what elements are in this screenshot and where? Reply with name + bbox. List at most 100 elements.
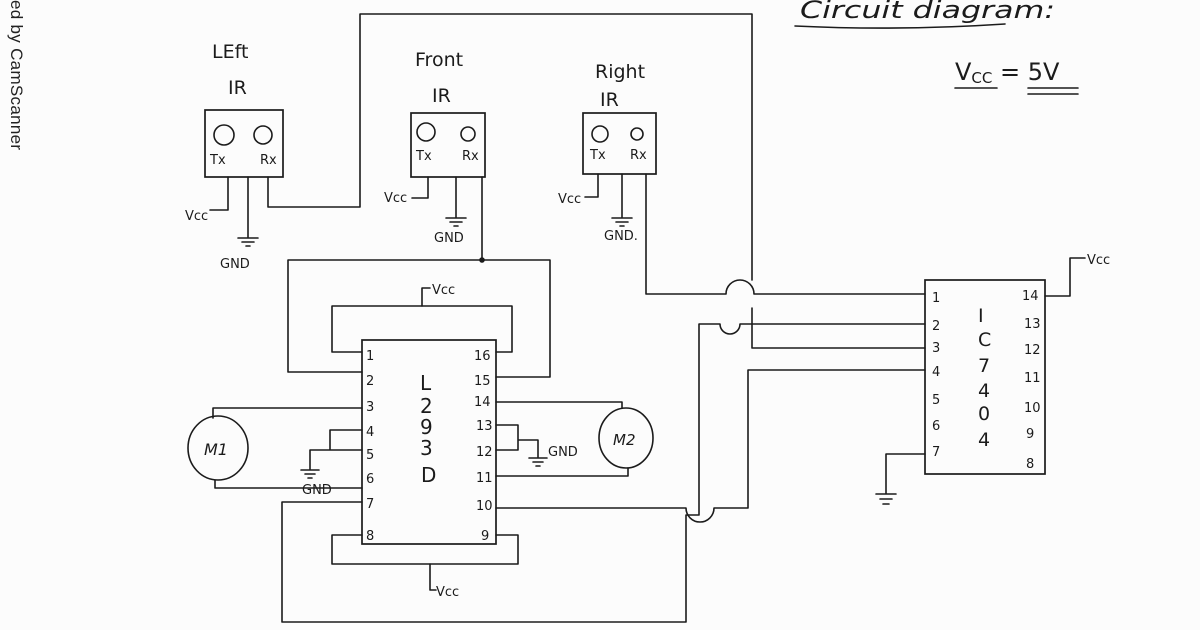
pin10-to-ic-pin4-wire [495,369,926,523]
ic7404-pin-13: 13 [1024,317,1041,332]
ic7404-vcc-label: Vcc [1087,253,1110,268]
l293d-pin-5: 5 [366,448,374,463]
motor-m1-lead-bottom [214,479,363,489]
motor-m2-label: M2 [613,431,636,449]
ic7404-pin-10: 10 [1024,401,1041,416]
left-ir-name: LEft [212,41,248,63]
front-ir-body [410,112,486,178]
left-ir-to-ic-pin3-wire [751,307,926,349]
left-ir-body [204,109,284,178]
right-ir-name: Right [595,61,645,83]
supply-label-sub: CC [971,69,992,87]
supply-label-value: = 5V [992,58,1060,86]
l293d-left-gnd-label: GND [302,483,332,498]
left-ir-rx-label: Rx [260,153,277,168]
l293d-pin-13: 13 [476,419,493,434]
front-ir-rx-led [460,126,476,142]
motor-m2-body [598,407,654,469]
l293d-vcc-top-lead [421,287,431,307]
ic7404-char-2: C [978,329,991,351]
left-ir-tx-label: Tx [209,153,226,168]
supply-label: VCC = 5V [955,58,1060,87]
l293d-vs-loop [331,534,519,565]
motor-m2: M2 [495,401,654,477]
ic7404-pin-8: 8 [1026,457,1034,472]
left-ir-tx-led [213,124,235,146]
ic7404-pin-9: 9 [1026,427,1034,442]
motor-m1-label: M1 [204,440,228,459]
ic7404-pin-7: 7 [932,445,940,460]
l293d-pin-16: 16 [474,349,491,364]
right-ir-gnd-symbol [611,173,633,227]
l293d-pin-8: 8 [366,529,374,544]
l293d-body [361,339,497,545]
ic7404-body [924,279,1046,475]
left-ir-vcc-lead [209,176,229,211]
ic7404-char-1: I [978,305,984,327]
l293d-vcc-top-label: Vcc [432,283,455,298]
motor-m1-lead-top [212,407,363,419]
ic7404-char-6: 4 [978,429,990,451]
front-ir-vcc-lead [411,176,429,199]
scanner-watermark: ed by CamScanner [7,0,26,151]
right-ir-vcc-label: Vcc [558,192,581,207]
ic7404-pin-4: 4 [932,365,940,380]
right-ir-rx-label: Rx [630,148,647,163]
l293d-char-3: 9 [420,415,433,439]
right-ir-body [582,112,657,175]
front-to-pin2-wire [287,259,483,373]
l293d-pin-1: 1 [366,349,374,364]
l293d-left-gnd-bridge [300,429,363,479]
right-ir-tx-label: Tx [589,148,606,163]
ic7404-inverter: I C 7 4 0 4 1 2 3 4 5 6 7 14 13 12 11 10… [875,253,1110,505]
right-ir-vcc-lead [584,173,599,198]
right-ir-tx-led [591,125,609,143]
l293d-char-2: 2 [420,394,433,418]
supply-label-v: V [955,58,972,86]
ic7404-char-4: 4 [978,380,990,402]
motor-m1-body [187,415,249,481]
l293d-pin-4: 4 [366,425,374,440]
ic7404-pin-5: 5 [932,393,940,408]
l293d-vcc-bottom-label: Vcc [436,585,459,600]
front-ir-tx-led [416,122,436,142]
l293d-pin-14: 14 [474,395,491,410]
l293d-pin-7: 7 [366,497,374,512]
motor-m2-lead-bottom [495,467,629,477]
front-ir-sensor: Front IR Tx Rx Vcc GND [384,49,486,261]
front-ir-name: Front [415,49,463,71]
l293d-char-4: 3 [420,436,433,460]
left-ir-sensor: LEft IR Tx Rx Vcc GND [185,13,753,281]
l293d-pin-11: 11 [476,471,493,486]
front-to-pin15-wire [481,259,551,378]
l293d-char-5: D [421,463,436,487]
diagram-title: Circuit diagram: [800,0,1055,24]
ic7404-pin-12: 12 [1024,343,1041,358]
ic7404-char-5: 0 [978,403,990,425]
front-ir-vcc-label: Vcc [384,191,407,206]
front-junction-dot [479,257,485,263]
front-ir-rx-label: Rx [462,149,479,164]
front-ir-gnd-label: GND [434,231,464,246]
l293d-pin-2: 2 [366,374,374,389]
l293d-pin-6: 6 [366,472,374,487]
l293d-enable-loop [331,305,513,353]
right-ir-output-wire [645,173,926,295]
left-ir-vcc-label: Vcc [185,209,208,224]
ic7404-pin-14: 14 [1022,289,1039,304]
ic7404-gnd-symbol [875,453,926,505]
motor-m2-lead-top [495,401,623,409]
ic7404-pin-6: 6 [932,419,940,434]
l293d-vcc-bottom-lead [429,563,437,591]
right-ir-sub: IR [600,89,619,111]
l293d-char-1: L [420,371,432,395]
ic7404-pin-11: 11 [1024,371,1041,386]
front-ir-gnd-symbol [445,176,467,227]
right-ir-rx-led [630,127,644,141]
l293d-right-gnd-label: GND [548,445,578,460]
left-ir-rx-led [253,125,273,145]
ic7404-pin-2: 2 [932,319,940,334]
l293d-pin-12: 12 [476,445,493,460]
l293d-pin-10: 10 [476,499,493,514]
